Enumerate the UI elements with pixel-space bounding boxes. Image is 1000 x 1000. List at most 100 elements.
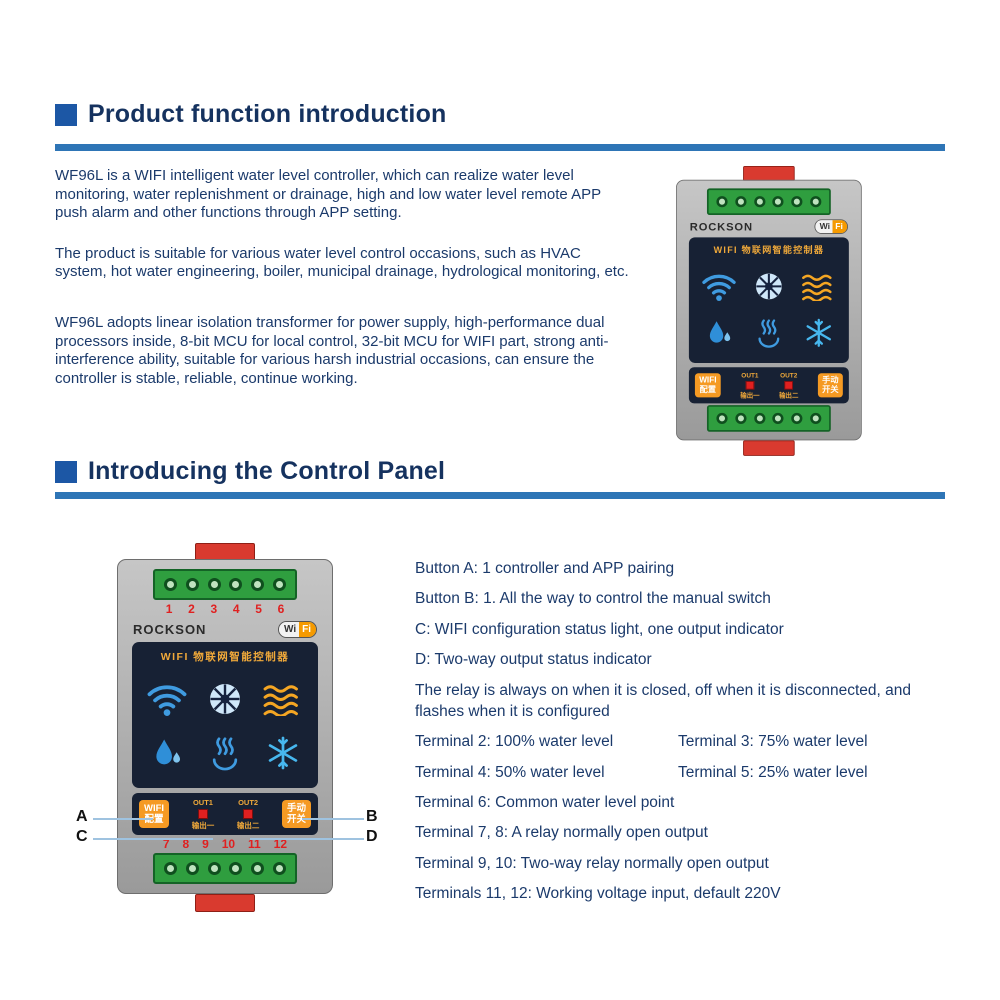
- out2-sublabel: 输出二: [236, 821, 260, 830]
- out1-led: [197, 809, 208, 819]
- intro-paragraph: The product is suitable for various wate…: [55, 244, 629, 281]
- terminal-screw: [772, 412, 784, 424]
- terminal-screw: [791, 196, 803, 208]
- din-clip-bottom: [743, 440, 795, 456]
- callout-leader-line-c: [93, 838, 213, 840]
- section-title: Introducing the Control Panel: [88, 457, 446, 485]
- heating-icon: [744, 313, 794, 353]
- out1-led: [745, 381, 755, 390]
- note-line: Terminals 11, 12: Working voltage input,…: [415, 885, 781, 903]
- callout-leader-line-a: [93, 818, 153, 820]
- note-line: Terminal 4: 50% water level Terminal 5: …: [415, 762, 963, 783]
- out2-led: [784, 381, 794, 390]
- intro-paragraph: WF96L is a WIFI intelligent water level …: [55, 167, 601, 222]
- section-divider: [55, 144, 945, 151]
- panel-title: WIFI 物联网智能控制器: [160, 651, 290, 663]
- terminal-screw: [163, 578, 177, 591]
- terminal-screw: [185, 578, 199, 591]
- terminal-screw: [273, 578, 287, 591]
- terminal-screw: [251, 862, 265, 875]
- out2-indicator: OUT2 输出二: [779, 372, 798, 400]
- out1-label: OUT1: [741, 371, 759, 380]
- water-drop-icon: [694, 313, 744, 353]
- terminal-screw: [163, 862, 177, 875]
- note-line: Button A: 1 controller and APP pairing: [415, 560, 675, 577]
- waves-icon: [794, 267, 844, 307]
- terminal-screw: [810, 412, 822, 424]
- fan-icon: [196, 676, 254, 722]
- note-line: Button B: 1. All the way to control the …: [415, 590, 771, 608]
- callout-label-b: B: [366, 808, 378, 825]
- section-title: Product function introduction: [88, 100, 447, 128]
- icon-grid: [692, 256, 845, 359]
- note-line: D: Two-way output status indicator: [415, 651, 652, 669]
- note-line: The relay is always on when it is closed…: [415, 681, 911, 720]
- note-line: Terminal 7, 8: A relay normally open out…: [415, 824, 708, 842]
- header-square-bullet: [55, 460, 77, 483]
- manual-switch-button: 手动开关: [817, 372, 843, 398]
- section-header-panel: Introducing the Control Panel: [55, 457, 445, 486]
- terminal-screw: [229, 578, 243, 591]
- terminal-screw: [716, 196, 728, 208]
- note-line: C: WIFI configuration status light, one …: [415, 620, 784, 638]
- display-panel: WIFI 物联网智能控制器: [132, 642, 318, 788]
- snowflake-icon: [794, 313, 844, 353]
- intro-paragraph: WF96L adopts linear isolation transforme…: [55, 313, 609, 387]
- note-line: Terminal 9, 10: Two-way relay normally o…: [415, 854, 769, 872]
- terminal-screw: [753, 412, 766, 424]
- section-header-intro: Product function introduction: [55, 100, 447, 129]
- out2-sublabel: 输出二: [779, 391, 799, 400]
- terminal-screw: [735, 412, 747, 424]
- terminal-screw: [229, 862, 243, 875]
- out1-sublabel: 输出一: [740, 391, 760, 400]
- brand-name: ROCKSON: [689, 220, 753, 234]
- callout-label-c: C: [76, 828, 88, 845]
- panel-notes: Button A: 1 controller and APP pairing B…: [415, 558, 963, 914]
- terminal-screw: [735, 196, 747, 208]
- callout-label-a: A: [76, 808, 88, 825]
- note-line: Terminal 2: 100% water level Terminal 3:…: [415, 731, 963, 752]
- out2-label: OUT2: [780, 371, 798, 380]
- snowflake-icon: [254, 730, 312, 776]
- terminal-block-bottom: [153, 853, 297, 884]
- intro-paragraphs: WF96L is a WIFI intelligent water level …: [55, 167, 635, 410]
- terminal-screw: [207, 862, 221, 875]
- out1-label: OUT1: [192, 798, 213, 807]
- display-panel: WIFI 物联网智能控制器: [688, 237, 849, 363]
- terminal-screw: [251, 578, 265, 591]
- wifi-icon: [694, 267, 744, 307]
- note-right: Terminal 3: 75% water level: [678, 733, 868, 751]
- terminal-screw: [185, 862, 199, 875]
- callout-label-d: D: [366, 828, 378, 845]
- terminal-screw: [207, 578, 221, 591]
- terminal-screw: [753, 196, 766, 208]
- section-divider: [55, 492, 945, 499]
- note-right: Terminal 5: 25% water level: [678, 763, 868, 781]
- note-left: Terminal 2: 100% water level: [415, 733, 614, 751]
- heating-icon: [196, 730, 254, 776]
- out1-indicator: OUT1 输出一: [740, 372, 759, 400]
- fan-icon: [744, 267, 794, 307]
- waves-icon: [254, 676, 312, 722]
- out2-indicator: OUT2 输出二: [237, 798, 260, 830]
- terminal-screw: [273, 862, 287, 875]
- terminal-block-top: [706, 188, 831, 216]
- terminal-screw: [791, 412, 803, 424]
- brand-name: ROCKSON: [133, 622, 207, 637]
- icon-grid: [136, 664, 314, 784]
- out2-label: OUT2: [238, 798, 259, 807]
- wifi-icon: [138, 676, 196, 722]
- terminal-screw: [716, 412, 728, 424]
- out1-sublabel: 输出一: [191, 821, 215, 830]
- terminal-screw: [810, 196, 822, 208]
- water-drop-icon: [138, 730, 196, 776]
